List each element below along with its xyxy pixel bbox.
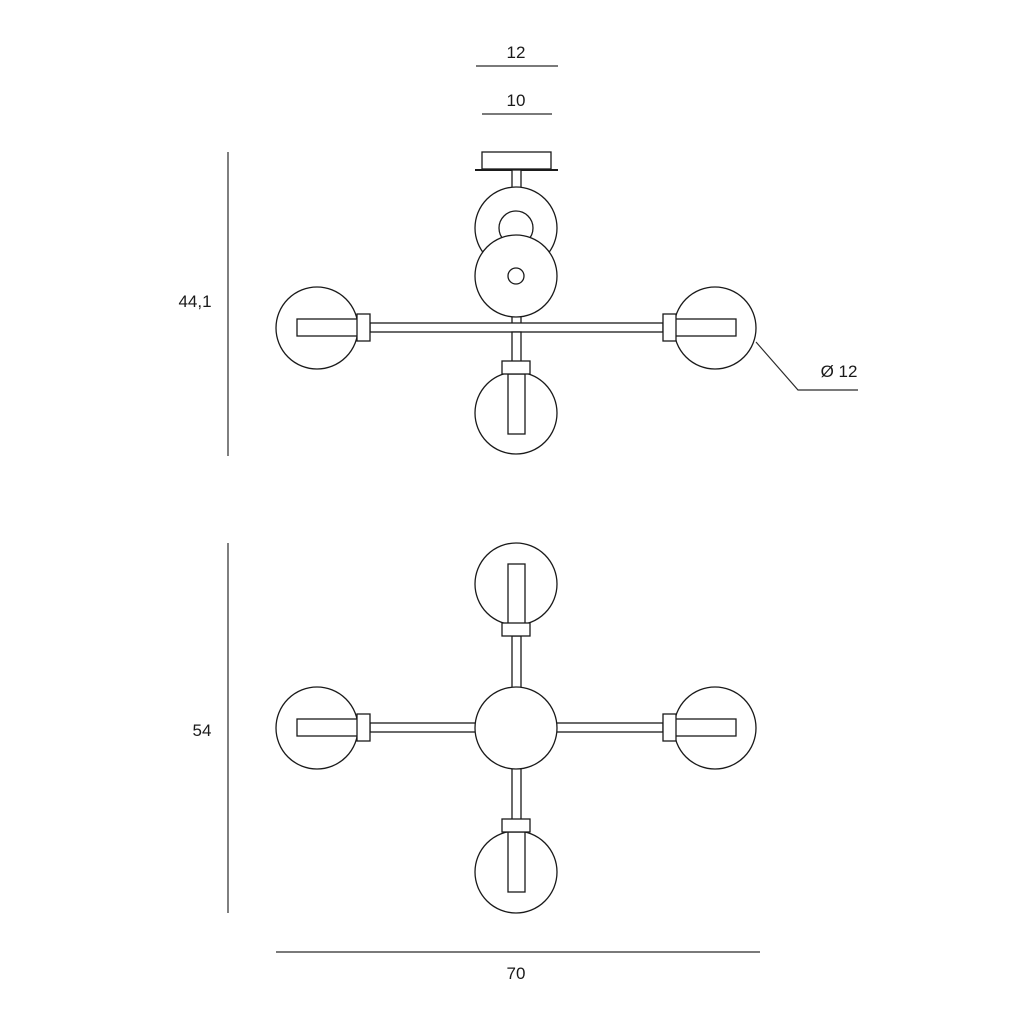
right-socket-side — [662, 313, 677, 342]
dimension-label-globe-diameter: Ø 12 — [821, 362, 858, 381]
bottom-socket-plan — [501, 818, 531, 833]
plan-arm-left — [369, 722, 478, 733]
front-globe-socket — [507, 267, 525, 285]
right-bulb-side — [674, 318, 737, 337]
diameter-leader-line — [755, 341, 858, 391]
bottom-bulb-side — [507, 373, 526, 435]
left-bulb-plan — [296, 718, 359, 737]
dimension-label-side-height: 44,1 — [178, 292, 211, 311]
dimension-label-overall-width: 70 — [507, 964, 526, 983]
horizontal-arm — [369, 322, 664, 333]
plan-arm-bottom — [511, 767, 522, 821]
bottom-bulb-plan — [507, 831, 526, 893]
dimension-label-top-outer: 12 — [507, 43, 526, 62]
right-bulb-plan — [674, 718, 737, 737]
lower-stem — [511, 331, 522, 363]
dimension-overall-width: 70 — [276, 951, 760, 983]
dimension-label-plan-depth: 54 — [193, 721, 212, 740]
side-view: 44,1 Ø 12 — [178, 151, 858, 456]
right-socket-plan — [662, 713, 677, 742]
dimension-label-top-inner: 10 — [507, 91, 526, 110]
plan-view: 54 — [193, 542, 757, 914]
top-socket-plan — [501, 622, 531, 637]
top-bulb-plan — [507, 563, 526, 625]
plan-arm-right — [554, 722, 664, 733]
ceiling-canopy — [481, 151, 552, 170]
left-socket-side — [356, 313, 371, 342]
central-hub — [474, 686, 558, 770]
dimension-top-outer: 12 — [476, 43, 558, 67]
left-socket-plan — [356, 713, 371, 742]
left-bulb-side — [296, 318, 359, 337]
plan-arm-top — [511, 635, 522, 689]
dimension-top-inner: 10 — [482, 91, 552, 115]
bottom-socket-side — [501, 360, 531, 375]
